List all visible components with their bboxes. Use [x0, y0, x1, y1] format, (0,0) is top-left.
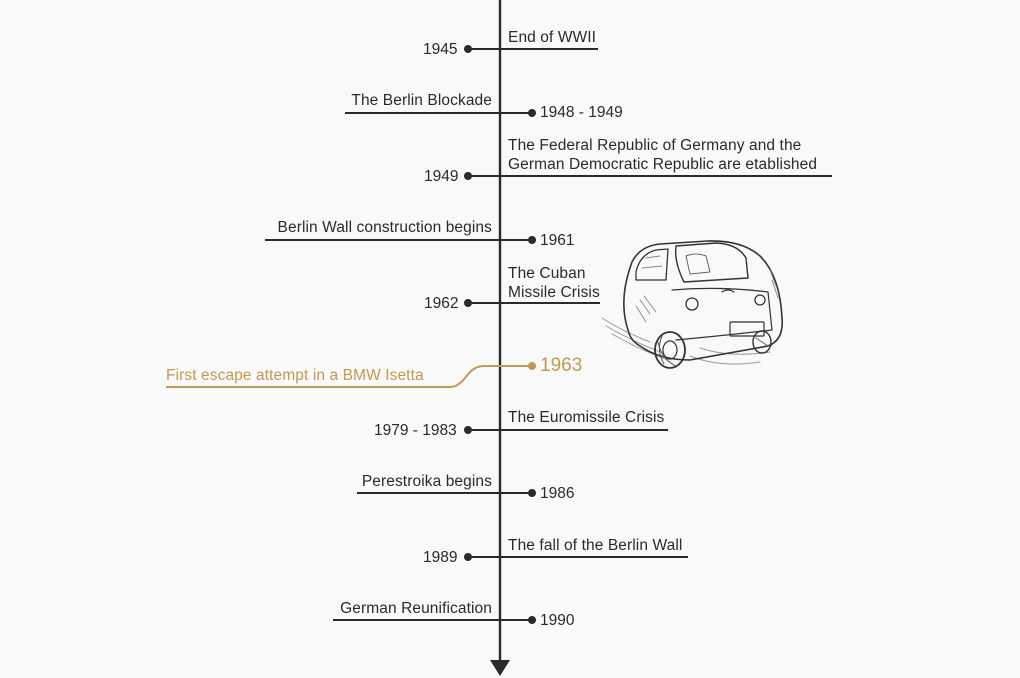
event-label-1948-1949-line1: The Berlin Blockade — [351, 92, 492, 109]
event-label-1963-line1: First escape attempt in a BMW Isetta — [166, 367, 424, 384]
isetta-car-sketch — [601, 240, 784, 369]
event-dot-1945 — [464, 45, 472, 53]
event-label-1979-1983: The Euromissile Crisis — [508, 408, 664, 427]
event-year-1948-1949: 1948 - 1949 — [540, 104, 623, 121]
event-dot-1948-1949 — [528, 109, 536, 117]
event-label-1989: The fall of the Berlin Wall — [508, 536, 682, 555]
event-label-1962-line2: Missile Crisis — [508, 284, 600, 301]
event-label-1945-line1: End of WWII — [508, 29, 597, 46]
event-label-1962: The Cuban Missile Crisis — [508, 264, 600, 302]
event-dot-1979-1983 — [464, 426, 472, 434]
event-label-1962-line1: The Cuban — [508, 265, 586, 282]
event-label-1986-line1: Perestroika begins — [361, 473, 492, 490]
event-year-1961: 1961 — [540, 232, 575, 249]
event-label-1949: The Federal Republic of Germany and the … — [508, 136, 817, 174]
event-label-1963: First escape attempt in a BMW Isetta — [166, 366, 424, 385]
event-dot-1961 — [528, 236, 536, 244]
event-label-1979-1983-line1: The Euromissile Crisis — [508, 409, 665, 426]
event-dot-1990 — [528, 616, 536, 624]
event-dot-1963 — [528, 362, 536, 370]
event-dot-1962 — [464, 299, 472, 307]
event-label-1990: German Reunification — [340, 599, 492, 618]
event-dot-1949 — [464, 172, 472, 180]
event-year-1945: 1945 — [423, 41, 458, 58]
event-label-1945: End of WWII — [508, 28, 596, 47]
event-label-1961: Berlin Wall construction begins — [278, 218, 492, 237]
event-label-1961-line1: Berlin Wall construction begins — [277, 219, 492, 236]
event-label-1990-line1: German Reunification — [340, 600, 492, 617]
event-year-1949: 1949 — [424, 168, 459, 185]
connector-1963 — [166, 365, 532, 388]
event-label-1986: Perestroika begins — [362, 472, 492, 491]
event-label-1989-line1: The fall of the Berlin Wall — [508, 537, 683, 554]
event-year-1962: 1962 — [424, 295, 459, 312]
event-dot-1986 — [528, 489, 536, 497]
timeline-arrow-head — [490, 660, 510, 676]
event-label-1948-1949: The Berlin Blockade — [351, 91, 492, 110]
event-year-1990: 1990 — [540, 612, 575, 629]
event-year-1986: 1986 — [540, 485, 575, 502]
event-label-1949-line1: The Federal Republic of Germany and the — [508, 137, 802, 154]
event-year-1979-1983: 1979 - 1983 — [374, 422, 457, 439]
event-year-1989: 1989 — [423, 549, 458, 566]
event-label-1949-line2: German Democratic Republic are etablishe… — [508, 156, 818, 173]
event-year-1963: 1963 — [540, 355, 583, 376]
event-dot-1989 — [464, 553, 472, 561]
